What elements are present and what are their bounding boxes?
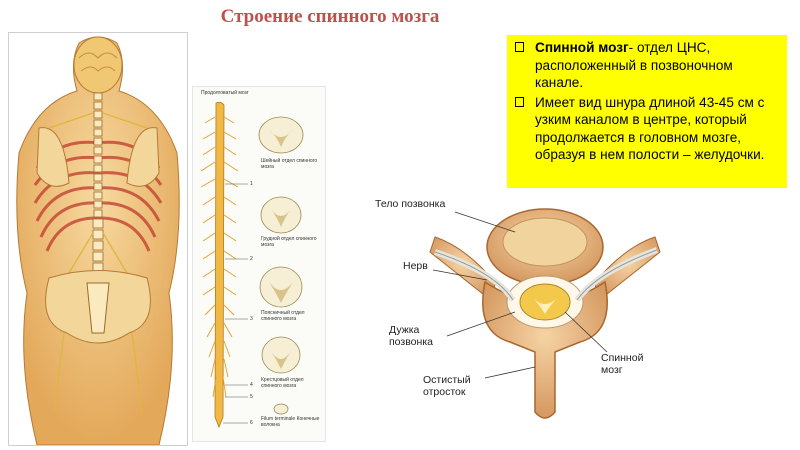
definition-item: Имеет вид шнура длиной 43-45 см с узким … [513,94,781,164]
bullet-box-icon [515,96,524,107]
vertebra-illustration: Тело позвонка Нерв Дужка позвонка Остист… [375,192,665,424]
section-label-cervical: Шейный отдел спинного мозга [261,158,318,170]
cord-number: 4 [250,382,253,388]
definition-term: Спинной мозг [535,40,629,55]
cord-top-label: Продолговатый мозг [201,90,249,96]
label-spinal-cord: Спинной мозг [601,352,644,376]
section-label-filum: Filum terminale Конечные волокна [261,416,320,428]
cord-number: 2 [250,256,253,262]
definition-item: Спинной мозг- отдел ЦНС, расположенный в… [513,39,781,92]
section-label-sacral: Крестцовый отдел спинного мозга [261,377,304,389]
vertebra-drawing [429,208,661,419]
label-nerve: Нерв [403,260,428,272]
label-vertebral-body: Тело позвонка [375,198,446,210]
cord-number: 6 [250,420,253,426]
bullet-box-icon [515,42,524,52]
back-anatomy-drawing [16,36,180,446]
definition-text: - отдел ЦНС, расположенный в позвоночном… [535,40,733,90]
back-anatomy-illustration [8,32,188,446]
label-spinous-process: Остистый отросток [423,374,471,398]
cord-number: 3 [250,316,253,322]
description-text: Имеет вид шнура длиной 43-45 см с узким … [535,94,765,163]
section-label-thoracic: Грудной отдел спинного мозга [261,236,317,248]
definition-box: Спинной мозг- отдел ЦНС, расположенный в… [507,35,787,188]
section-label-lumbar: Поясничный отдел спинного мозга [261,310,305,322]
slide-title: Строение спинного мозга [220,6,440,27]
cord-number: 5 [250,394,253,400]
spinal-cord-sections-illustration: Продолговатый мозг [192,86,326,442]
cord-number: 1 [250,181,253,187]
spinal-cord-drawing [200,101,304,429]
label-vertebral-arch: Дужка позвонка [389,324,433,348]
